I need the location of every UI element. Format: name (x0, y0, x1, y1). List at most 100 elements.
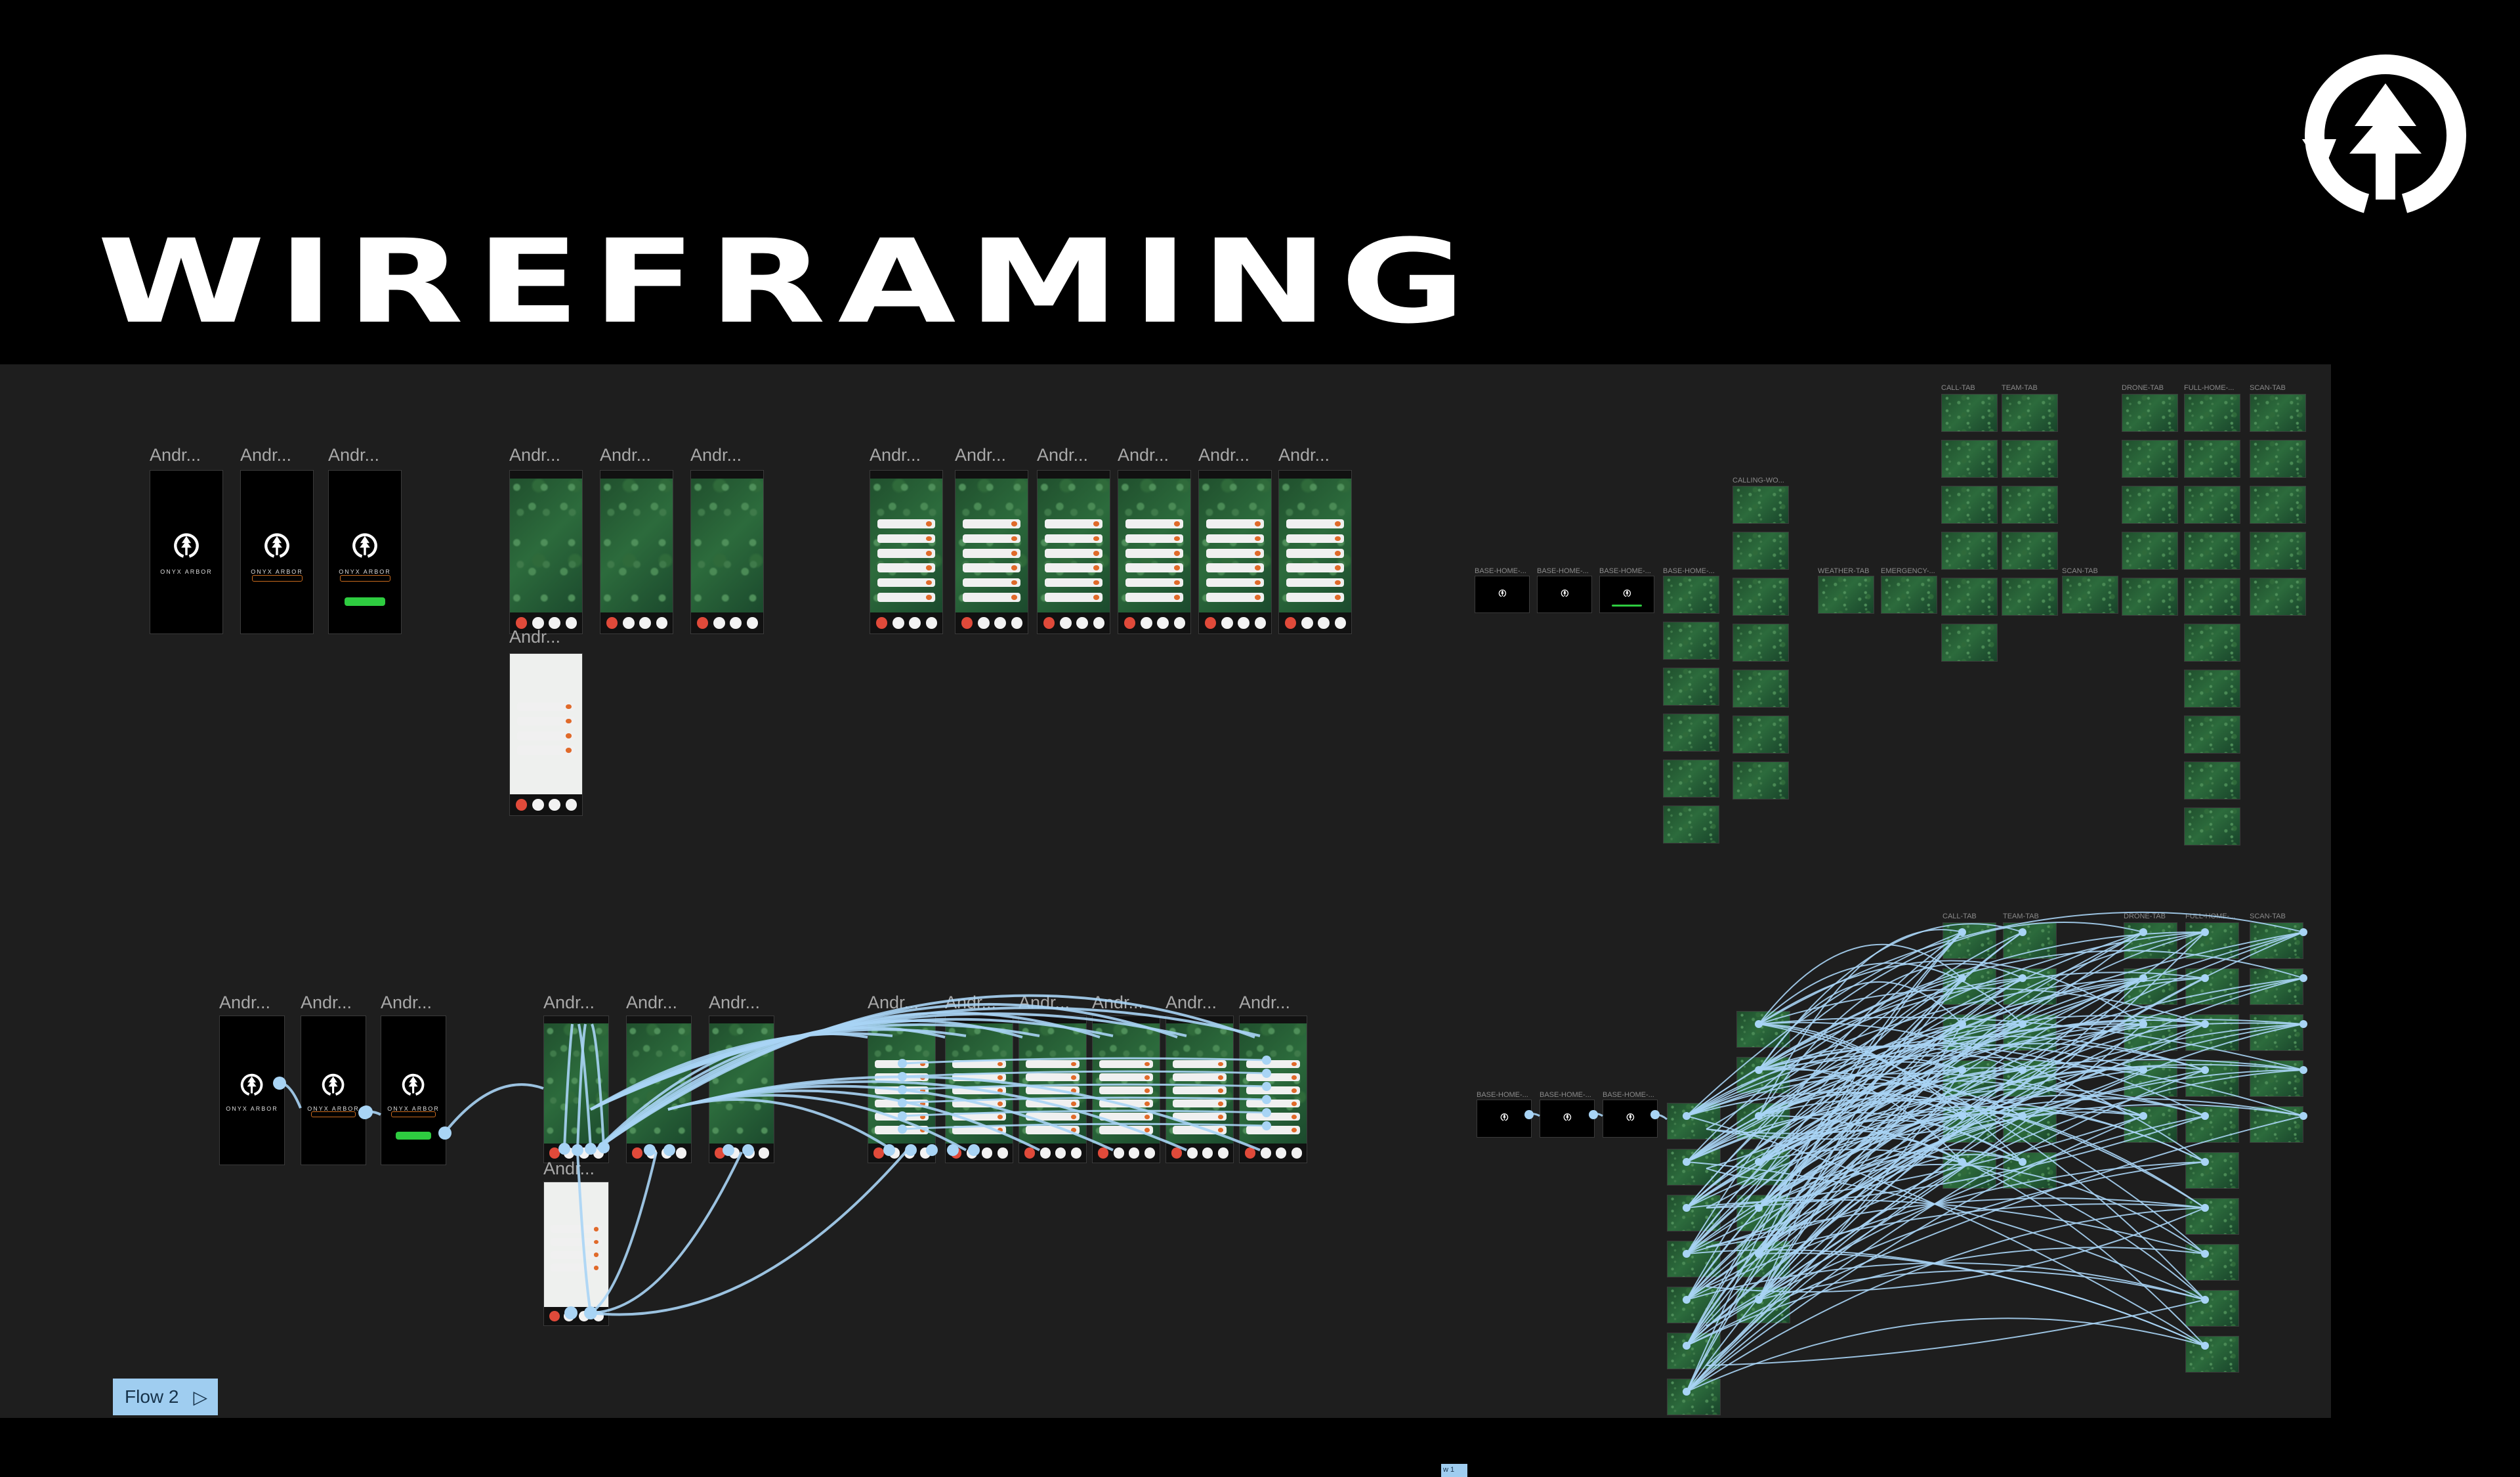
nav-icon[interactable] (1040, 1147, 1051, 1159)
call-tab-frame[interactable] (1942, 1060, 1996, 1097)
scan-tab-frame[interactable] (2062, 576, 2118, 614)
full-home-frame[interactable] (2185, 968, 2239, 1005)
settings-screen-frame[interactable] (543, 1182, 609, 1326)
splash-screen-frame[interactable]: ONYX ARBOR (150, 470, 223, 634)
calling-frame[interactable] (1732, 624, 1789, 662)
list-screen-frame[interactable] (1278, 470, 1352, 634)
nav-icon[interactable] (978, 616, 990, 629)
settings-screen-frame[interactable] (509, 653, 583, 816)
full-home-frame[interactable] (2184, 578, 2240, 616)
team-tab-frame[interactable] (2003, 968, 2057, 1005)
list-item[interactable] (1286, 534, 1344, 544)
weather-tab-frame[interactable] (1818, 576, 1874, 614)
calling-frame[interactable] (1732, 578, 1789, 616)
nav-icon[interactable] (746, 616, 759, 629)
nav-icon[interactable] (951, 1147, 962, 1159)
base-home-frame[interactable] (1537, 576, 1592, 613)
list-item[interactable] (1026, 1073, 1080, 1082)
call-tab-frame[interactable] (1942, 922, 1996, 959)
base-home-frame[interactable] (1663, 760, 1719, 798)
list-screen-frame[interactable] (868, 1016, 936, 1163)
nav-icon[interactable] (1291, 1147, 1302, 1159)
calling-frame[interactable] (1736, 1149, 1790, 1186)
nav-icon[interactable] (1204, 616, 1217, 629)
nav-icon[interactable] (676, 1147, 687, 1159)
base-home-frame[interactable] (1663, 805, 1719, 844)
list-screen-frame[interactable] (1166, 1016, 1234, 1163)
scan-tab-frame[interactable] (2250, 440, 2306, 478)
nav-icon[interactable] (532, 616, 544, 629)
drone-tab-frame[interactable] (2124, 1014, 2177, 1051)
calling-frame[interactable] (1736, 1287, 1790, 1323)
splash-screen-frame[interactable]: ONYX ARBOR (219, 1016, 285, 1165)
list-item[interactable] (1026, 1086, 1080, 1095)
splash-screen-frame[interactable]: ONYX ARBOR (240, 470, 314, 634)
full-home-frame[interactable] (2185, 1290, 2239, 1327)
list-item[interactable] (517, 746, 575, 755)
list-item[interactable] (1026, 1113, 1080, 1121)
list-item[interactable] (1206, 563, 1264, 572)
nav-icon[interactable] (623, 616, 635, 629)
nav-icon[interactable] (564, 1147, 575, 1159)
flow-1-badge[interactable]: w 1 (1441, 1464, 1467, 1477)
nav-icon[interactable] (1238, 616, 1250, 629)
nav-icon[interactable] (1043, 616, 1055, 629)
list-item[interactable] (1125, 549, 1183, 558)
full-home-frame[interactable] (2184, 624, 2240, 662)
list-item[interactable] (1125, 578, 1183, 588)
list-item[interactable] (1206, 593, 1264, 602)
nav-icon[interactable] (564, 1310, 575, 1321)
list-item[interactable] (1286, 593, 1344, 602)
team-tab-frame[interactable] (2002, 532, 2058, 570)
nav-icon[interactable] (1144, 1147, 1155, 1159)
scan-tab-frame[interactable] (2250, 922, 2303, 959)
nav-icon[interactable] (729, 1147, 740, 1159)
nav-icon[interactable] (656, 616, 668, 629)
full-home-frame[interactable] (2184, 532, 2240, 570)
nav-icon[interactable] (549, 799, 560, 811)
calling-frame[interactable] (1736, 1103, 1790, 1140)
team-tab-frame[interactable] (2003, 1014, 2057, 1051)
base-home-frame[interactable] (1667, 1241, 1721, 1277)
list-item[interactable] (877, 578, 935, 588)
list-item[interactable] (952, 1060, 1006, 1069)
list-item[interactable] (877, 563, 935, 572)
full-home-frame[interactable] (2184, 486, 2240, 524)
list-screen-frame[interactable] (1239, 1016, 1307, 1163)
drone-tab-frame[interactable] (2122, 440, 2178, 478)
list-item[interactable] (877, 549, 935, 558)
continue-button[interactable] (395, 1132, 432, 1140)
nav-icon[interactable] (1260, 1147, 1271, 1159)
list-item[interactable] (1099, 1126, 1153, 1134)
list-screen-frame[interactable] (870, 470, 943, 634)
nav-icon[interactable] (565, 616, 578, 629)
splash-screen-frame[interactable]: ONYX ARBOR (328, 470, 402, 634)
full-home-frame[interactable] (2184, 807, 2240, 846)
nav-icon[interactable] (713, 616, 725, 629)
list-item[interactable] (1173, 1100, 1227, 1108)
base-home-frame[interactable] (1663, 622, 1719, 660)
nav-icon[interactable] (873, 1147, 885, 1159)
list-screen-frame[interactable] (1037, 470, 1110, 634)
list-item[interactable] (1026, 1126, 1080, 1134)
full-home-frame[interactable] (2185, 1198, 2239, 1235)
nav-icon[interactable] (696, 616, 709, 629)
base-home-frame[interactable] (1475, 576, 1530, 613)
list-item[interactable] (875, 1060, 929, 1069)
full-home-frame[interactable] (2184, 440, 2240, 478)
team-tab-frame[interactable] (2002, 394, 2058, 432)
nav-icon[interactable] (646, 1147, 658, 1159)
emergency-frame[interactable] (1881, 576, 1937, 614)
list-item[interactable] (517, 716, 575, 726)
nav-icon[interactable] (565, 799, 578, 811)
continue-button[interactable] (1612, 604, 1642, 607)
list-item[interactable] (1206, 549, 1264, 558)
nav-icon[interactable] (1129, 1147, 1140, 1159)
list-item[interactable] (1045, 534, 1102, 544)
base-home-frame[interactable] (1603, 1100, 1658, 1138)
nav-icon[interactable] (919, 1147, 931, 1159)
flow-2-badge[interactable]: Flow 2 ▷ (113, 1379, 218, 1415)
call-tab-frame[interactable] (1942, 1106, 1996, 1143)
calling-frame[interactable] (1736, 1241, 1790, 1277)
list-item[interactable] (875, 1113, 929, 1121)
